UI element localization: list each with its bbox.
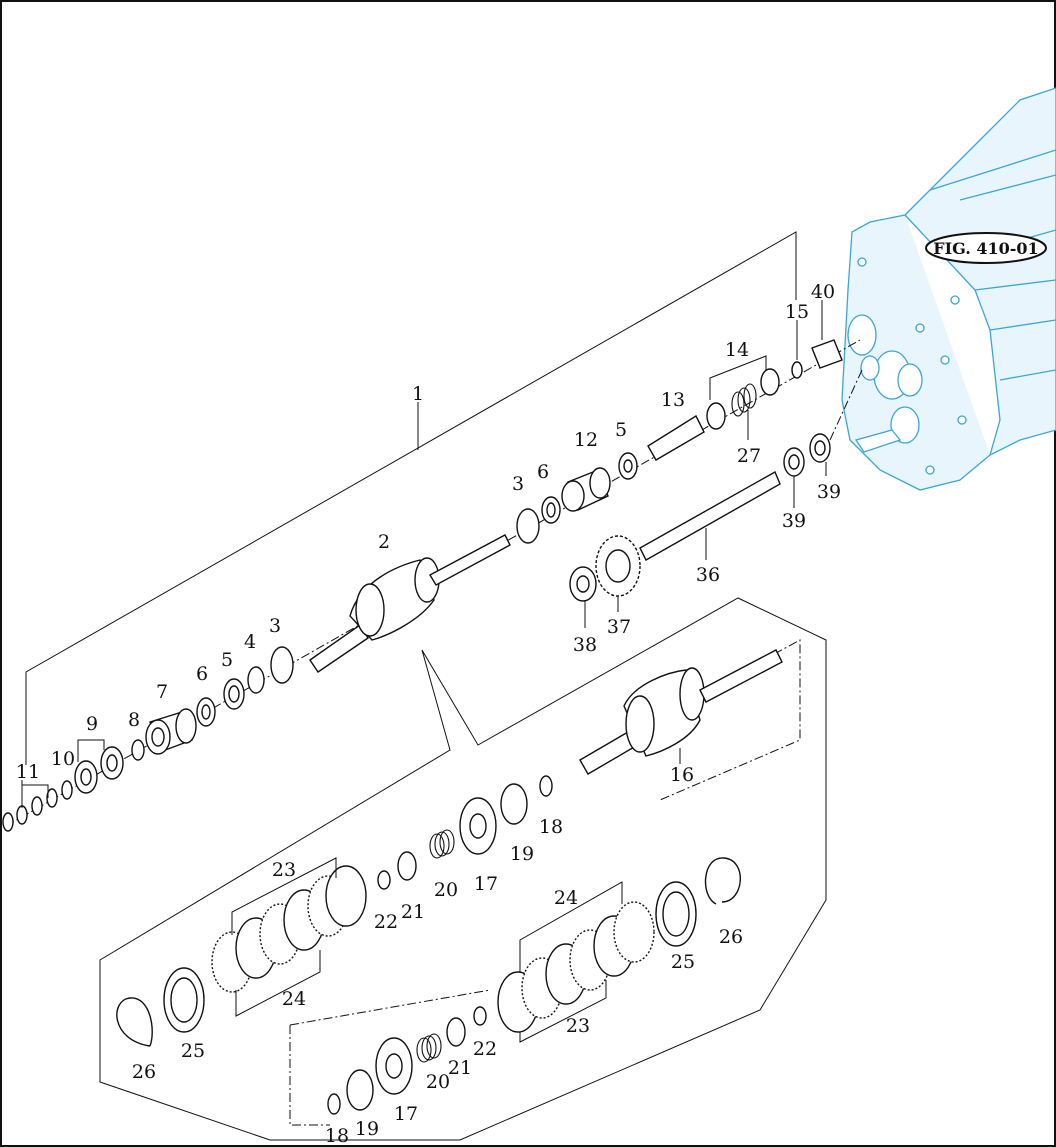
callout-25-right: 25 xyxy=(671,951,695,973)
callout-23-lower: 23 xyxy=(566,1015,590,1037)
callout-21-upper: 21 xyxy=(401,901,425,923)
callout-14: 14 xyxy=(725,339,749,361)
callout-37: 37 xyxy=(607,616,631,638)
spring-27 xyxy=(731,383,757,417)
ring-21b xyxy=(446,1017,466,1047)
leader-24a xyxy=(235,950,321,1017)
clutch-shaft-assembly-2 xyxy=(309,534,511,673)
bushing-40 xyxy=(811,339,843,369)
clutch-pack-b xyxy=(497,901,655,1033)
piston-17b xyxy=(375,1037,413,1095)
callout-19-lower: 19 xyxy=(355,1118,379,1140)
callout-20-lower: 20 xyxy=(426,1071,450,1093)
sleeve-13 xyxy=(647,414,705,461)
ring-15 xyxy=(791,361,803,379)
snap-ring-26b xyxy=(704,857,741,905)
ring-19b xyxy=(346,1069,374,1111)
callout-18-lower: 18 xyxy=(325,1125,349,1147)
callout-23-upper: 23 xyxy=(272,859,296,881)
leader-14 xyxy=(709,355,767,400)
upper-axis-line-2 xyxy=(829,369,863,441)
callout-20-upper: 20 xyxy=(434,879,458,901)
callout-6-lower: 6 xyxy=(196,663,208,685)
callout-24-upper: 24 xyxy=(282,988,306,1010)
leader-24b xyxy=(519,881,623,972)
leader-9 xyxy=(77,739,105,762)
callout-22-lower: 22 xyxy=(473,1038,497,1060)
gear-12 xyxy=(561,467,611,512)
leader-23a xyxy=(231,857,337,935)
ring-8 xyxy=(131,739,145,761)
callout-6-upper: 6 xyxy=(537,461,549,483)
spring-20a xyxy=(429,829,455,859)
inset-dash-frame-lower xyxy=(289,989,491,1126)
ring-22a xyxy=(377,870,391,890)
callout-26-left: 26 xyxy=(132,1061,156,1083)
callout-4: 4 xyxy=(244,631,256,653)
callout-39-upper: 39 xyxy=(817,481,841,503)
callout-3-lower: 3 xyxy=(269,615,281,637)
callout-1: 1 xyxy=(412,383,424,405)
callout-38: 38 xyxy=(573,634,597,656)
callout-18-upper: 18 xyxy=(539,816,563,838)
gear-37 xyxy=(595,535,641,597)
callout-24-lower: 24 xyxy=(554,887,578,909)
callout-8: 8 xyxy=(128,709,140,731)
callout-3-upper: 3 xyxy=(512,473,524,495)
ring-3a xyxy=(270,646,294,684)
callout-10: 10 xyxy=(51,748,75,770)
callout-19-upper: 19 xyxy=(510,843,534,865)
callout-5-upper: 5 xyxy=(615,419,627,441)
piston-17a xyxy=(459,797,497,855)
callout-26-right: 26 xyxy=(719,926,743,948)
bearing-14b xyxy=(760,368,780,396)
callout-21-lower: 21 xyxy=(448,1057,472,1079)
bearing-9 xyxy=(74,746,124,794)
callout-27: 27 xyxy=(737,445,761,467)
callout-11: 11 xyxy=(16,761,40,783)
callout-9: 9 xyxy=(86,713,98,735)
leader-23b xyxy=(519,980,607,1043)
ring-21a xyxy=(397,851,417,881)
transmission-housing xyxy=(841,87,1056,491)
ring-22b xyxy=(473,1006,487,1026)
callout-36: 36 xyxy=(696,564,720,586)
shaft-36 xyxy=(639,471,781,561)
spring-20b xyxy=(416,1033,442,1063)
callout-2: 2 xyxy=(378,531,390,553)
callout-labels: 1 2 3 3 4 5 5 6 6 7 8 9 10 11 12 13 14 1… xyxy=(16,281,841,1147)
detail-inset-outline xyxy=(99,597,827,1141)
callout-13: 13 xyxy=(661,389,685,411)
callout-40: 40 xyxy=(811,281,835,303)
callout-25-left: 25 xyxy=(181,1040,205,1062)
callout-17-lower: 17 xyxy=(394,1103,418,1125)
gear-7 xyxy=(145,708,197,755)
callout-17-upper: 17 xyxy=(474,873,498,895)
callout-5-lower: 5 xyxy=(221,649,233,671)
ring-18b xyxy=(327,1093,341,1115)
shaft-16 xyxy=(579,649,783,775)
ring-3b xyxy=(516,508,540,544)
figure-reference-label: FIG. 410-01 xyxy=(933,239,1038,258)
ring-18a xyxy=(539,775,553,797)
callout-22-upper: 22 xyxy=(374,911,398,933)
assembly-bracket xyxy=(25,231,797,765)
leader-11 xyxy=(21,780,49,808)
ring-4 xyxy=(247,666,265,694)
callout-12: 12 xyxy=(574,429,598,451)
bearing-38 xyxy=(569,566,597,602)
ring-19a xyxy=(500,783,528,825)
callout-39-lower: 39 xyxy=(782,510,806,532)
callout-16: 16 xyxy=(670,764,694,786)
snap-rings-11 xyxy=(2,780,73,832)
bearing-14a xyxy=(706,402,726,430)
callout-15: 15 xyxy=(785,301,809,323)
callout-7: 7 xyxy=(156,681,168,703)
snap-ring-26a xyxy=(116,997,153,1047)
figure-reference-badge: FIG. 410-01 xyxy=(925,232,1047,264)
clutch-pack-a xyxy=(211,865,367,993)
